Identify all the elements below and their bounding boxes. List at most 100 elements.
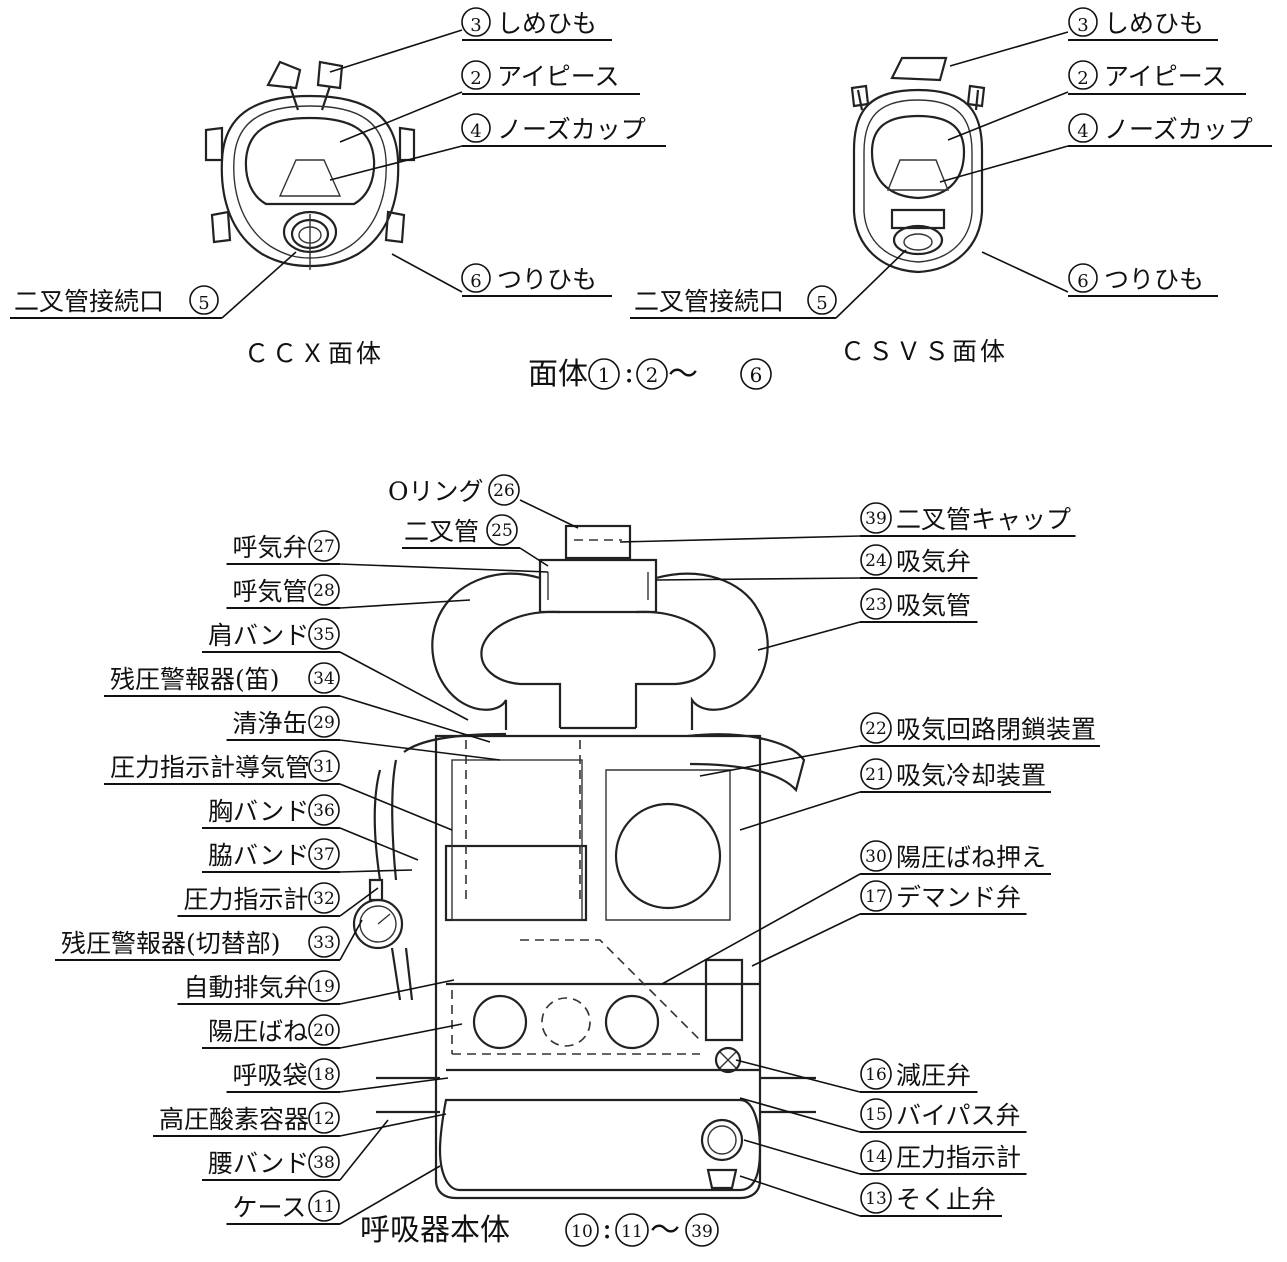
ccx-label-hanging-strap: 6 つりひも xyxy=(391,253,612,297)
oring-text: Oリング xyxy=(388,477,484,506)
csvs-eyepiece-number: 2 xyxy=(1077,68,1088,89)
body-label-number: 28 xyxy=(313,581,335,601)
ccx-nosecup-number: 4 xyxy=(470,121,481,142)
body-label-text: 陽圧ばね xyxy=(208,1017,308,1046)
body-label-right-14: 14 圧力指示計 xyxy=(743,1139,1027,1175)
body-label-number: 35 xyxy=(313,625,335,645)
body-label-right-16: 16 減圧弁 xyxy=(735,1058,978,1093)
csvs-label-hanging-strap: 6 つりひも xyxy=(981,251,1218,297)
body-label-left-33: 残圧警報器(切替部) 33 xyxy=(55,919,363,961)
csvs-caption: ＣＳＶＳ面体 xyxy=(840,337,1008,366)
body-label-text: 残圧警報器(切替部) xyxy=(61,929,281,958)
body-label-number: 39 xyxy=(865,509,887,529)
body-label-right-13: 13 そく止弁 xyxy=(739,1175,1002,1217)
body-label-text: 胸バンド xyxy=(208,797,309,826)
body-title-n1: 10 xyxy=(571,1222,593,1242)
ccx-label-eyepiece: 2 アイピース xyxy=(339,60,640,143)
body-label-number: 38 xyxy=(313,1153,335,1173)
ccx-hanging-strap-number: 6 xyxy=(470,271,481,292)
body-label-text: 減圧弁 xyxy=(896,1061,971,1090)
body-label-right-24: 24 吸気弁 xyxy=(655,544,978,581)
body-label-text: 呼気弁 xyxy=(233,533,308,562)
body-label-number: 18 xyxy=(313,1065,335,1085)
ccx-strap-number: 3 xyxy=(470,15,481,36)
body-label-text: デマンド弁 xyxy=(896,883,1021,912)
ccx-eyepiece-number: 2 xyxy=(470,68,481,89)
body-label-text: 圧力指示計 xyxy=(184,885,309,914)
ccx-eyepiece-text: アイピース xyxy=(497,62,620,91)
facepiece-group-title: 面体 1 : 2 〜 6 xyxy=(528,355,772,392)
body-label-number: 17 xyxy=(865,887,887,907)
body-label-text: 陽圧ばね押え xyxy=(896,843,1046,872)
body-label-text: 自動排気弁 xyxy=(184,973,309,1002)
forked-tube-number: 25 xyxy=(491,521,513,541)
ccx-hanging-strap-text: つりひも xyxy=(497,265,597,294)
body-title-tilde: 〜 xyxy=(650,1213,680,1248)
body-title-prefix: 呼吸器本体 xyxy=(360,1213,510,1248)
body-label-right-30: 30 陽圧ばね押え xyxy=(661,840,1051,985)
csvs-label-port: 二叉管接続口 5 xyxy=(630,249,907,319)
facepiece-title-sep: : xyxy=(624,355,634,390)
body-label-text: 吸気冷却装置 xyxy=(896,761,1046,790)
body-group-title: 呼吸器本体 10 : 11 〜 39 xyxy=(360,1211,719,1248)
csvs-port-text: 二叉管接続口 xyxy=(634,287,784,316)
body-label-number: 16 xyxy=(865,1065,887,1085)
ccx-port-text: 二叉管接続口 xyxy=(14,287,164,316)
facepiece-title-tilde: 〜 xyxy=(668,357,698,392)
body-label-text: 呼気管 xyxy=(233,577,308,606)
body-label-number: 20 xyxy=(313,1021,335,1041)
body-label-text: そく止弁 xyxy=(896,1185,996,1214)
csvs-label-eyepiece: 2 アイピース xyxy=(947,60,1246,141)
csvs-strap-number: 3 xyxy=(1077,15,1088,36)
forked-tube-text: 二叉管 xyxy=(404,517,479,546)
body-label-right-21: 21 吸気冷却装置 xyxy=(739,758,1051,831)
body-label-text: 脇バンド xyxy=(208,841,309,870)
body-label-number: 15 xyxy=(865,1105,887,1125)
apparatus-body-drawing xyxy=(352,524,816,1200)
body-label-number: 14 xyxy=(865,1147,887,1167)
body-label-number: 37 xyxy=(313,845,335,865)
body-label-number: 21 xyxy=(865,765,887,785)
facepiece-title-n3: 6 xyxy=(750,363,763,387)
csvs-label-strap: 3 しめひも xyxy=(949,7,1218,67)
body-label-number: 33 xyxy=(313,933,335,953)
facepiece-title-prefix: 面体 xyxy=(528,357,588,392)
csvs-label-nosecup: 4 ノーズカップ xyxy=(939,113,1272,183)
csvs-eyepiece-text: アイピース xyxy=(1104,62,1227,91)
body-label-number: 32 xyxy=(313,889,335,909)
body-label-number: 22 xyxy=(865,719,887,739)
csvs-facepiece-drawing xyxy=(850,56,986,274)
body-label-text: ケース xyxy=(233,1193,307,1222)
csvs-hanging-strap-text: つりひも xyxy=(1104,265,1204,294)
body-label-text: 圧力指示計 xyxy=(896,1143,1021,1172)
body-label-number: 13 xyxy=(865,1189,887,1209)
body-label-text: 残圧警報器(笛) xyxy=(110,665,280,694)
body-label-number: 19 xyxy=(313,977,335,997)
body-label-text: 吸気弁 xyxy=(896,547,971,576)
facepiece-title-n1: 1 xyxy=(598,363,611,387)
body-label-number: 29 xyxy=(313,713,335,733)
body-label-number: 23 xyxy=(865,595,887,615)
csvs-nosecup-number: 4 xyxy=(1077,121,1088,142)
body-label-number: 30 xyxy=(865,847,887,867)
ccx-label-strap: 3 しめひも xyxy=(329,7,612,73)
body-label-number: 27 xyxy=(313,537,335,557)
ccx-strap-text: しめひも xyxy=(497,9,597,38)
body-label-number: 24 xyxy=(865,551,887,571)
ccx-nosecup-text: ノーズカップ xyxy=(497,115,646,144)
